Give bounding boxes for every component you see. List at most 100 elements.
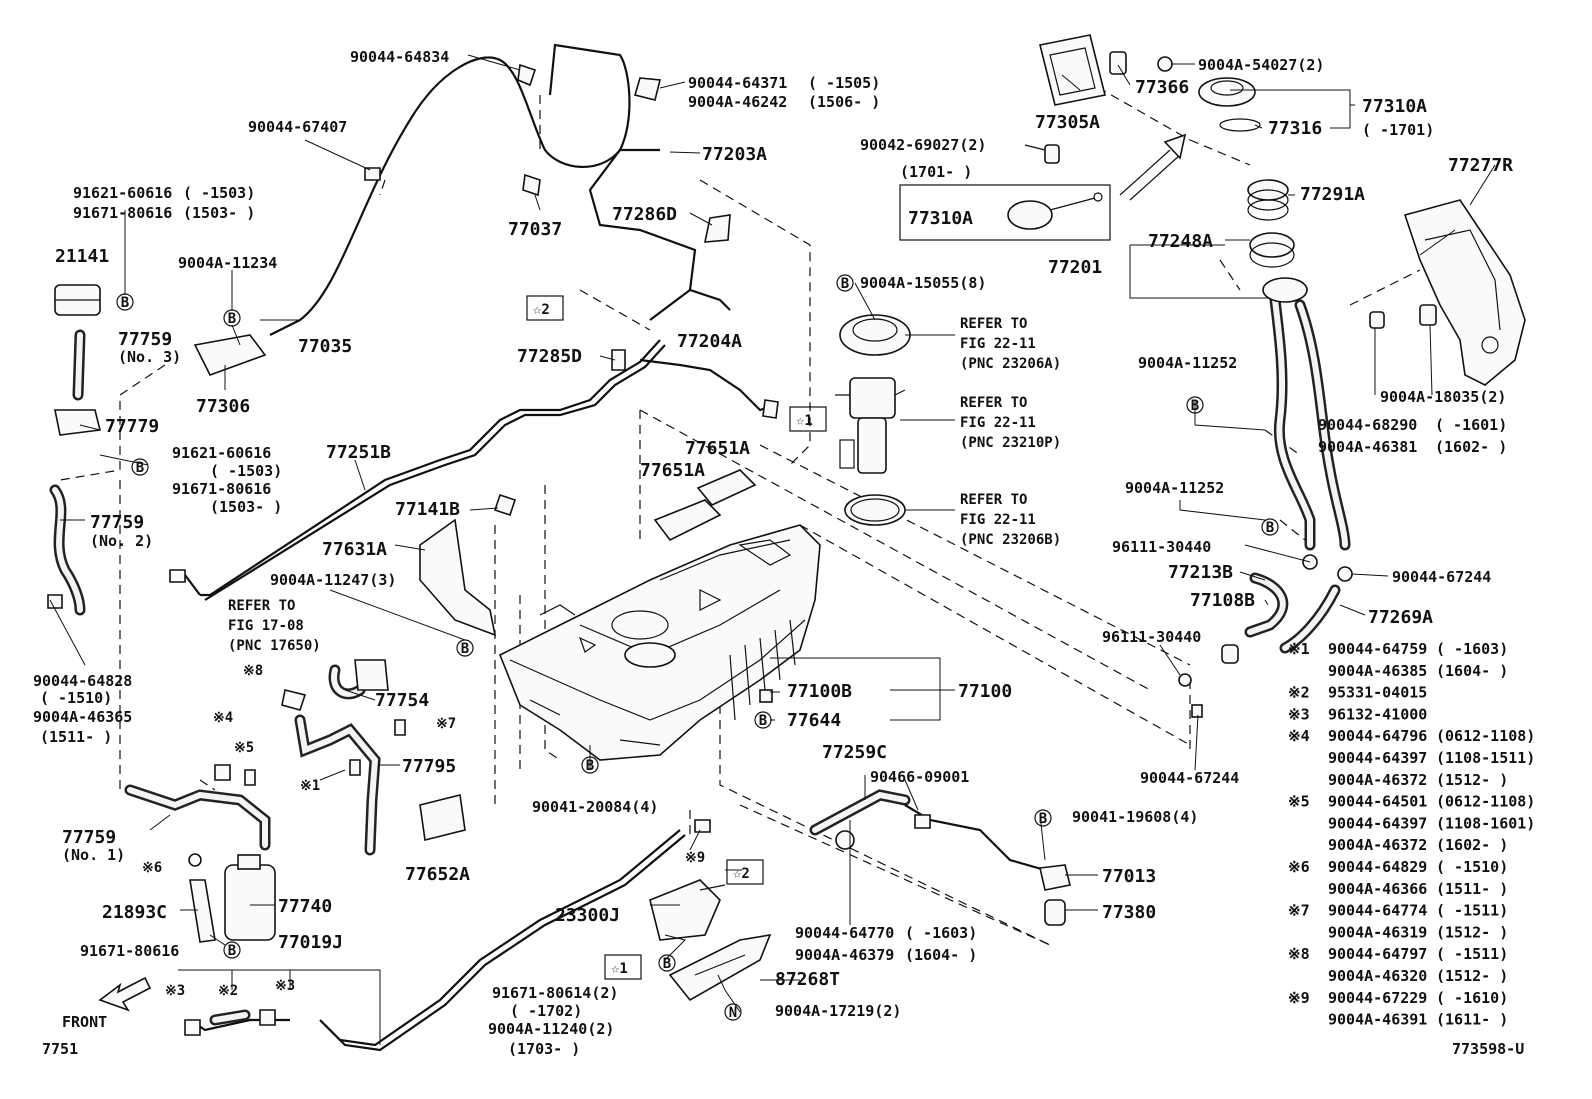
label-90044-68290[interactable]: 90044-68290: [1318, 416, 1417, 434]
label-9004a-11240[interactable]: 9004A-11240(2): [488, 1020, 614, 1038]
refer-fig[interactable]: FIG 22-11: [960, 415, 1036, 431]
fuel-tank[interactable]: [498, 524, 821, 761]
legend-part-number[interactable]: 90044-64397: [1328, 749, 1427, 767]
label-90044-67244[interactable]: 90044-67244: [1392, 568, 1491, 586]
label-77035[interactable]: 77035: [298, 336, 352, 357]
label-91621-60616[interactable]: 91621-60616: [172, 444, 271, 462]
label-87268t[interactable]: 87268T: [775, 969, 840, 990]
left-hoses[interactable]: [49, 329, 381, 1026]
lower-right-hoses[interactable]: [1178, 554, 1353, 718]
label-9004a-46365[interactable]: 9004A-46365: [33, 708, 132, 726]
label-77795[interactable]: 77795: [402, 756, 456, 777]
label-9004a-17219[interactable]: 9004A-17219(2): [775, 1002, 901, 1020]
legend-part-number[interactable]: 90044-64397: [1328, 814, 1427, 832]
label-77366[interactable]: 77366: [1135, 77, 1189, 98]
label-9004a-18035[interactable]: 9004A-18035(2): [1380, 388, 1506, 406]
label-77306[interactable]: 77306: [196, 396, 250, 417]
label-77203a[interactable]: 77203A: [702, 144, 767, 165]
label-77316[interactable]: 77316: [1268, 118, 1322, 139]
legend-part-number[interactable]: 9004A-46366: [1328, 880, 1427, 898]
label-9004a-15055[interactable]: 9004A-15055(8): [860, 274, 986, 292]
label-91671-80616[interactable]: 91671-80616: [73, 204, 172, 222]
label-96111-30440[interactable]: 96111-30440: [1112, 538, 1211, 556]
legend-part-number[interactable]: 90044-64759: [1328, 640, 1427, 658]
label-90044-67244[interactable]: 90044-67244: [1140, 769, 1239, 787]
label-77251b[interactable]: 77251B: [326, 442, 391, 463]
label-77380[interactable]: 77380: [1102, 902, 1156, 923]
refer-fig[interactable]: FIG 22-11: [960, 512, 1036, 528]
label-21141[interactable]: 21141: [55, 246, 109, 267]
label-77759-no2[interactable]: 77759: [90, 512, 144, 533]
label-77248a[interactable]: 77248A: [1148, 231, 1213, 252]
legend-part-number[interactable]: 95331-04015: [1328, 684, 1427, 702]
label-77108b[interactable]: 77108B: [1190, 590, 1255, 611]
legend-part-number[interactable]: 90044-64501: [1328, 793, 1427, 811]
label-77759-no1[interactable]: 77759: [62, 827, 116, 848]
label-90466-09001[interactable]: 90466-09001: [870, 768, 969, 786]
label-77310a[interactable]: 77310A: [908, 208, 973, 229]
legend-part-number[interactable]: 9004A-46391: [1328, 1011, 1427, 1029]
label-90044-64828[interactable]: 90044-64828: [33, 672, 132, 690]
refer-fig[interactable]: FIG 22-11: [960, 336, 1036, 352]
label-77740[interactable]: 77740: [278, 896, 332, 917]
label-77213b[interactable]: 77213B: [1168, 562, 1233, 583]
legend-part-number[interactable]: 9004A-46320: [1328, 967, 1427, 985]
label-96111-30440[interactable]: 96111-30440: [1102, 628, 1201, 646]
filler-neck[interactable]: [1198, 77, 1351, 551]
label-91671-80614[interactable]: 91671-80614(2): [492, 984, 618, 1002]
label-9004a-54027[interactable]: 9004A-54027(2): [1198, 56, 1324, 74]
label-90042-69027[interactable]: 90042-69027(2): [860, 136, 986, 154]
refer-fig[interactable]: FIG 17-08: [228, 618, 304, 634]
label-77019j[interactable]: 77019J: [278, 932, 343, 953]
legend-part-number[interactable]: 96132-41000: [1328, 705, 1427, 723]
label-77100[interactable]: 77100: [958, 681, 1012, 702]
label-77285d[interactable]: 77285D: [517, 346, 582, 367]
label-90044-64770[interactable]: 90044-64770: [795, 924, 894, 942]
label-9004a-46381[interactable]: 9004A-46381: [1318, 438, 1417, 456]
label-77652a[interactable]: 77652A: [405, 864, 470, 885]
label-9004a-11252[interactable]: 9004A-11252: [1125, 479, 1224, 497]
label-77759-no3[interactable]: 77759: [118, 329, 172, 350]
filler-shield[interactable]: [1369, 199, 1526, 386]
label-90041-20084[interactable]: 90041-20084(4): [532, 798, 658, 816]
legend-part-number[interactable]: 9004A-46319: [1328, 923, 1427, 941]
label-90044-64371[interactable]: 90044-64371: [688, 74, 787, 92]
legend-part-number[interactable]: 90044-64774: [1328, 902, 1427, 920]
label-90044-67407[interactable]: 90044-67407: [248, 118, 347, 136]
label-77291a[interactable]: 77291A: [1300, 184, 1365, 205]
fuel-door-housing[interactable]: [1024, 34, 1173, 164]
legend-part-number[interactable]: 90044-64829: [1328, 858, 1427, 876]
label-77100b[interactable]: 77100B: [787, 681, 852, 702]
label-77277r[interactable]: 77277R: [1448, 155, 1513, 176]
label-77779[interactable]: 77779: [105, 416, 159, 437]
label-90044-64834[interactable]: 90044-64834: [350, 48, 449, 66]
label-77269a[interactable]: 77269A: [1368, 607, 1433, 628]
legend-part-number[interactable]: 9004A-46372: [1328, 836, 1427, 854]
legend-part-number[interactable]: 90044-64797: [1328, 945, 1427, 963]
label-9004a-46242[interactable]: 9004A-46242: [688, 93, 787, 111]
label-77259c[interactable]: 77259C: [822, 742, 887, 763]
label-77013[interactable]: 77013: [1102, 866, 1156, 887]
label-77141b[interactable]: 77141B: [395, 499, 460, 520]
label-9004a-11234[interactable]: 9004A-11234: [178, 254, 277, 272]
label-77305a[interactable]: 77305A: [1035, 112, 1100, 133]
label-77286d[interactable]: 77286D: [612, 204, 677, 225]
label-91671-80616[interactable]: 91671-80616: [80, 942, 179, 960]
label-9004a-11252[interactable]: 9004A-11252: [1138, 354, 1237, 372]
legend-part-number[interactable]: 90044-67229: [1328, 989, 1427, 1007]
label-9004a-11247[interactable]: 9004A-11247(3): [270, 571, 396, 589]
label-77644[interactable]: 77644: [787, 710, 841, 731]
label-77037[interactable]: 77037: [508, 219, 562, 240]
label-77631a[interactable]: 77631A: [322, 539, 387, 560]
label-77310a[interactable]: 77310A: [1362, 96, 1427, 117]
label-77204a[interactable]: 77204A: [677, 331, 742, 352]
label-91621-60616[interactable]: 91621-60616: [73, 184, 172, 202]
label-91671-80616[interactable]: 91671-80616: [172, 480, 271, 498]
legend-part-number[interactable]: 9004A-46372: [1328, 771, 1427, 789]
label-77754[interactable]: 77754: [375, 690, 429, 711]
label-21893c[interactable]: 21893C: [102, 902, 167, 923]
small-parts[interactable]: [47, 63, 1071, 1036]
legend-part-number[interactable]: 9004A-46385: [1328, 662, 1427, 680]
label-90041-19608[interactable]: 90041-19608(4): [1072, 808, 1198, 826]
label-77201[interactable]: 77201: [1048, 257, 1102, 278]
